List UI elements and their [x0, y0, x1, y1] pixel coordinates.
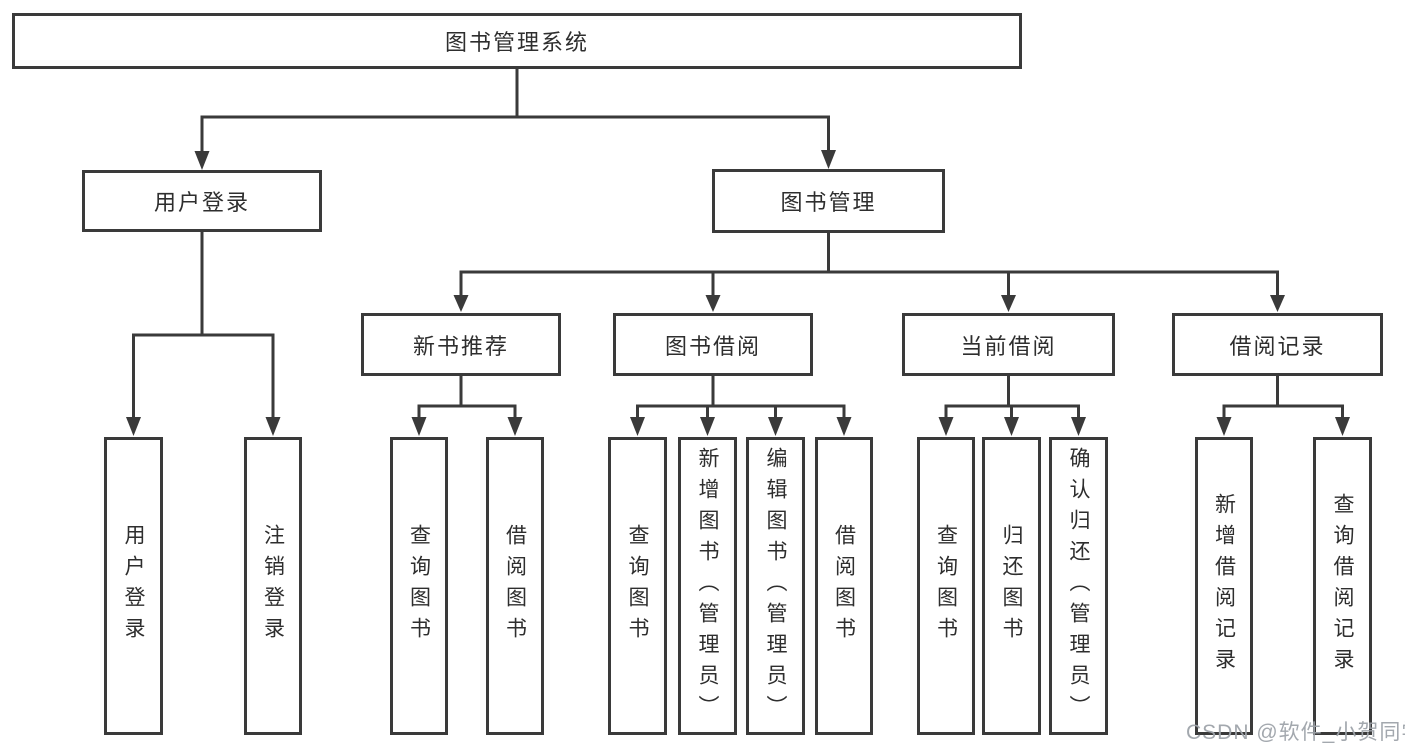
leaf-br-query-record-label: 查询借阅记录: [1331, 493, 1354, 679]
leaf-logout-label: 注销登录: [261, 524, 285, 648]
leaf-nb-query-books: 查询图书: [390, 437, 448, 735]
node-user-login: 用户登录: [82, 170, 322, 232]
node-user-login-label: 用户登录: [153, 190, 250, 215]
node-book-mgmt: 图书管理: [712, 169, 945, 233]
leaf-br-add-record: 新增借阅记录: [1195, 437, 1253, 735]
connector-book-mgmt-to-level3: [453, 233, 1285, 312]
connector-root-to-level2: [194, 69, 836, 170]
leaf-cb-confirm-return-admin: 确认归还（管理员）: [1049, 437, 1108, 735]
leaf-bb-query-books: 查询图书: [608, 437, 667, 735]
node-borrow-records: 借阅记录: [1172, 313, 1383, 376]
leaf-nb-borrow-books-label: 借阅图书: [503, 524, 527, 648]
leaf-user-login-label: 用户登录: [122, 524, 145, 648]
csdn-watermark: CSDN @软件_小贺同学: [1186, 721, 1405, 744]
leaf-nb-borrow-books: 借阅图书: [486, 437, 544, 735]
connector-current-borrow-to-leaves: [938, 376, 1086, 436]
leaf-cb-return-books: 归还图书: [982, 437, 1041, 735]
leaf-bb-borrow-books: 借阅图书: [815, 437, 873, 735]
leaf-logout: 注销登录: [244, 437, 302, 735]
node-book-mgmt-label: 图书管理: [780, 190, 877, 215]
leaf-user-login: 用户登录: [104, 437, 163, 735]
leaf-bb-edit-books-admin: 编辑图书（管理员）: [746, 437, 805, 735]
node-current-borrow-label: 当前借阅: [960, 333, 1057, 359]
leaf-cb-query-books-label: 查询图书: [934, 524, 958, 648]
node-new-books: 新书推荐: [361, 313, 561, 376]
leaf-bb-add-books-admin-label: 新增图书（管理员）: [696, 446, 719, 726]
leaf-bb-add-books-admin: 新增图书（管理员）: [678, 437, 737, 735]
leaf-bb-query-books-label: 查询图书: [626, 524, 649, 648]
node-root-label: 图书管理系统: [444, 30, 589, 55]
leaf-bb-borrow-books-label: 借阅图书: [832, 524, 856, 648]
leaf-cb-query-books: 查询图书: [917, 437, 975, 735]
node-book-borrow: 图书借阅: [613, 313, 813, 376]
leaf-cb-confirm-return-admin-label: 确认归还（管理员）: [1067, 446, 1090, 726]
leaf-br-add-record-label: 新增借阅记录: [1212, 493, 1236, 679]
node-borrow-records-label: 借阅记录: [1229, 333, 1326, 359]
node-root: 图书管理系统: [12, 13, 1022, 69]
leaf-cb-return-books-label: 归还图书: [1000, 524, 1023, 648]
node-new-books-label: 新书推荐: [412, 333, 509, 359]
leaf-br-query-record: 查询借阅记录: [1313, 437, 1372, 735]
leaf-nb-query-books-label: 查询图书: [407, 524, 431, 648]
node-current-borrow: 当前借阅: [902, 313, 1115, 376]
connector-book-borrow-to-leaves: [630, 376, 852, 436]
leaf-bb-edit-books-admin-label: 编辑图书（管理员）: [764, 446, 787, 726]
connector-borrow-records-to-leaves: [1216, 376, 1350, 436]
node-book-borrow-label: 图书借阅: [664, 333, 761, 359]
connector-user-login-to-leaves: [126, 232, 281, 436]
connector-new-books-to-leaves: [411, 376, 523, 436]
